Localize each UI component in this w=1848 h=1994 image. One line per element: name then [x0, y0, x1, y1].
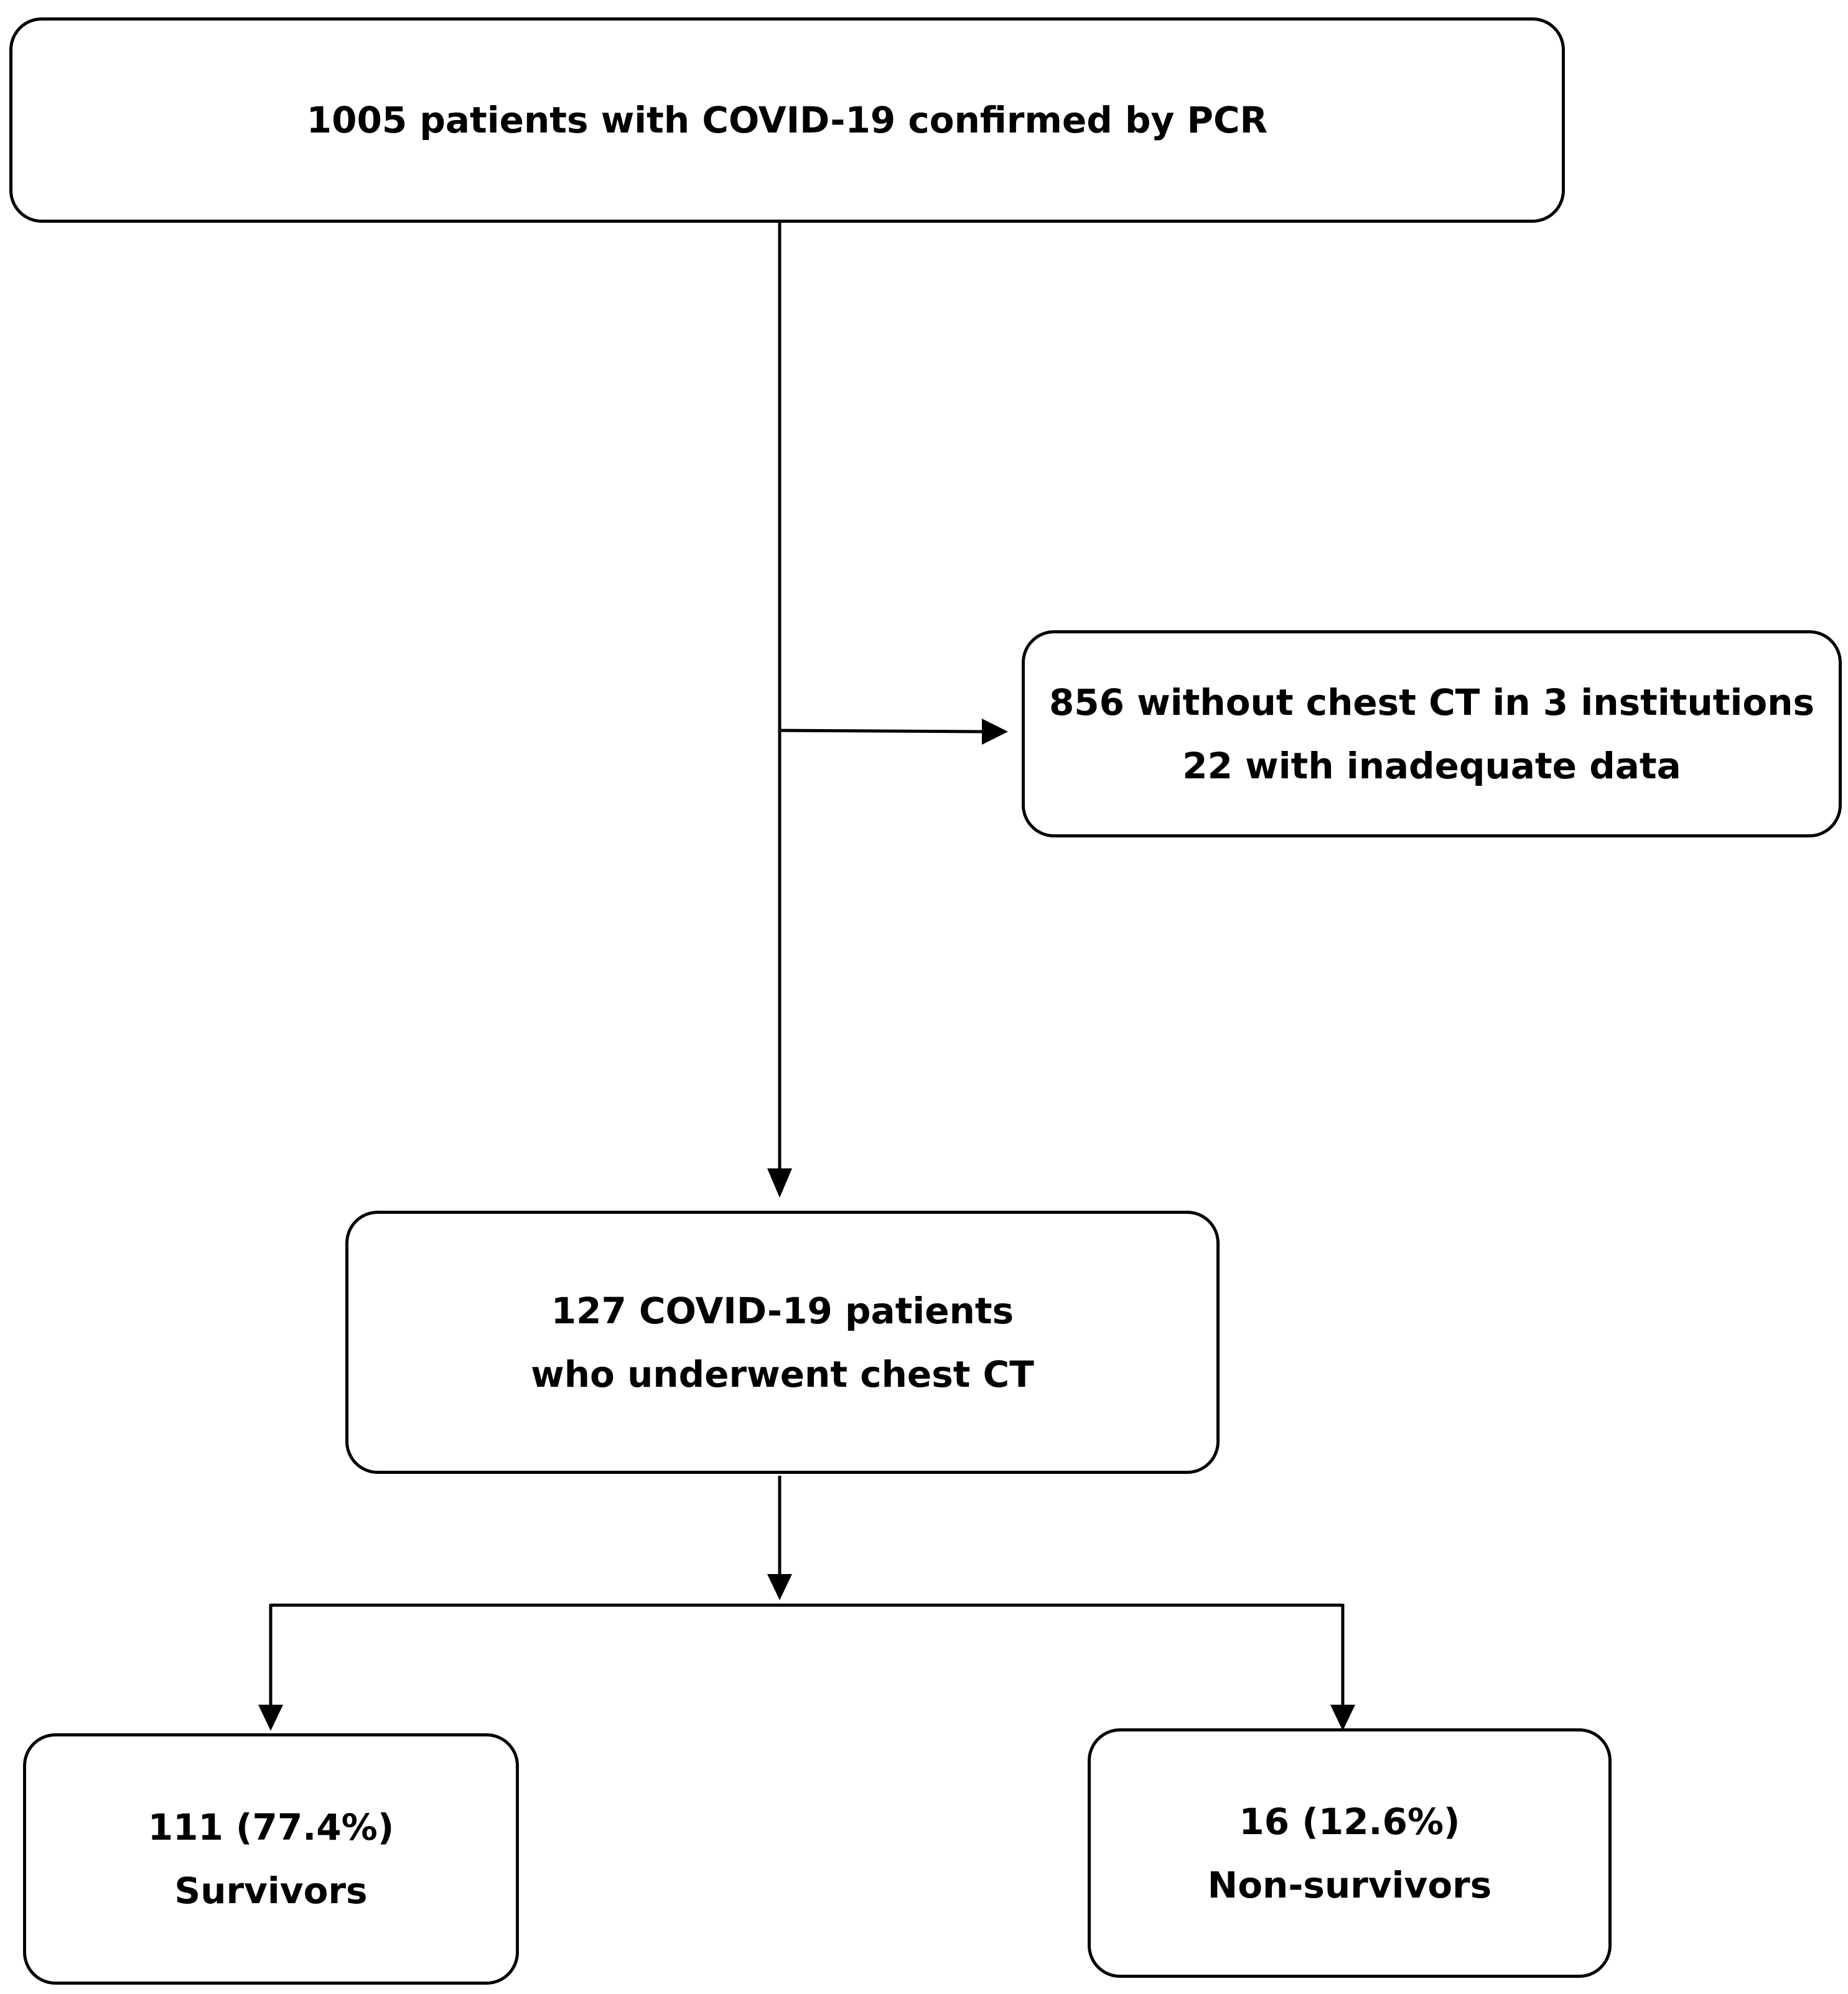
included-count-text: 127 COVID-19 patients — [551, 1289, 1014, 1332]
exclusion-connector — [779, 729, 985, 734]
included-arrowhead — [767, 1168, 792, 1198]
survivors-box: 111 (77.4%) Survivors — [23, 1733, 519, 1985]
excluded-inadequate-data-text: 22 with inadequate data — [1182, 744, 1681, 787]
non-survivors-arrowhead — [1330, 1705, 1355, 1731]
survivors-count-text: 111 (77.4%) — [147, 1806, 394, 1848]
non-survivors-count-text: 16 (12.6%) — [1239, 1800, 1460, 1843]
non-survivors-label-text: Non-survivors — [1207, 1863, 1492, 1906]
survivors-label-text: Survivors — [174, 1870, 368, 1912]
enrolled-patients-text: 1005 patients with COVID-19 confirmed by… — [306, 99, 1268, 141]
survivors-arrowhead — [258, 1705, 283, 1731]
exclusion-arrowhead — [982, 719, 1008, 745]
split-arrowhead — [767, 1574, 792, 1600]
excluded-patients-box: 856 without chest CT in 3 institutions 2… — [1022, 630, 1842, 837]
included-description-text: who underwent chest CT — [531, 1353, 1034, 1395]
excluded-no-ct-text: 856 without chest CT in 3 institutions — [1048, 681, 1815, 724]
included-patients-box: 127 COVID-19 patients who underwent ches… — [345, 1211, 1220, 1474]
enrolled-patients-box: 1005 patients with COVID-19 confirmed by… — [9, 17, 1565, 223]
non-survivors-box: 16 (12.6%) Non-survivors — [1088, 1728, 1612, 1978]
